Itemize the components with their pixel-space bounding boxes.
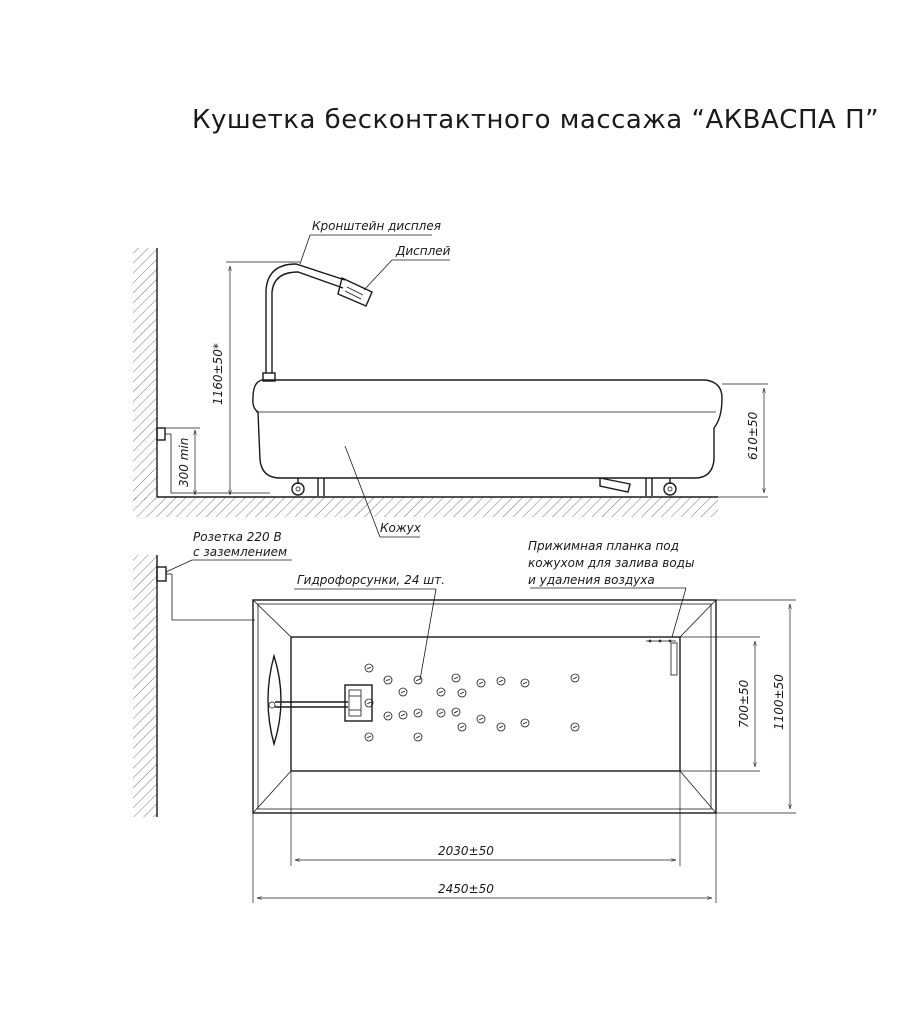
label-display-bracket: Кронштейн дисплея (312, 219, 441, 233)
nozzle-mark-1 (366, 666, 372, 670)
label-nozzles: Гидрофорсунки, 24 шт. (297, 573, 445, 587)
dim-socket-height: 300 min (177, 438, 191, 487)
nozzle-9 (496, 676, 506, 686)
nozzle-mark-3 (415, 678, 421, 682)
nozzle-17 (451, 707, 461, 717)
nozzle-7 (451, 673, 461, 683)
label-strip-line2: кожухом для залива воды (528, 556, 694, 570)
nozzle-mark-22 (572, 725, 578, 729)
nozzle-12 (383, 711, 393, 721)
top-socket (156, 566, 255, 621)
nozzle-mark-2 (385, 678, 391, 682)
nozzle-3 (413, 675, 423, 685)
dim-total-height: 1160±50* (211, 343, 225, 405)
nozzle-mark-19 (478, 717, 484, 721)
label-socket-line2: с заземлением (193, 545, 287, 559)
nozzle-mark-8 (478, 681, 484, 685)
nozzle-mark-16 (459, 691, 465, 695)
pressing-strip (646, 639, 678, 676)
label-casing: Кожух (380, 521, 422, 535)
dim-body-height: 610±50 (746, 411, 760, 460)
nozzle-18 (457, 722, 467, 732)
nozzle-mark-18 (459, 725, 465, 729)
side-wall-hatch (133, 248, 157, 500)
nozzle-21 (520, 718, 530, 728)
label-display: Дисплей (395, 244, 451, 258)
nozzle-22 (570, 722, 580, 732)
side-view: 300 min 1160±50* Кронштейн дисплея Диспл… (133, 219, 768, 538)
nozzle-mark-7 (453, 676, 459, 680)
label-strip-line1: Прижимная планка под (528, 539, 679, 553)
nozzle-1 (364, 663, 374, 673)
nozzle-mark-20 (498, 725, 504, 729)
nozzle-mark-5 (400, 690, 406, 694)
nozzle-mark-9 (498, 679, 504, 683)
nozzle-mark-4 (366, 701, 372, 705)
nozzle-mark-21 (522, 721, 528, 725)
display-arm-top (275, 684, 373, 722)
nozzle-5 (398, 687, 408, 697)
nozzle-6 (436, 687, 446, 697)
nozzle-8 (476, 678, 486, 688)
dim-outer-width: 1100±50 (772, 674, 786, 730)
nozzle-2 (383, 675, 393, 685)
wheels (291, 477, 677, 496)
nozzle-24 (413, 732, 423, 742)
nozzle-10 (520, 678, 530, 688)
side-socket (156, 427, 270, 494)
nozzle-mark-14 (415, 711, 421, 715)
label-socket-line1: Розетка 220 В (193, 530, 282, 544)
nozzle-mark-17 (453, 710, 459, 714)
nozzle-13 (398, 710, 408, 720)
top-wall-hatch (133, 555, 157, 817)
nozzle-mark-10 (522, 681, 528, 685)
drawing-title: Кушетка бесконтактного массажа “АКВАСПА … (192, 105, 879, 135)
nozzle-4 (364, 698, 374, 708)
nozzle-mark-23 (366, 735, 372, 739)
nozzle-mark-13 (400, 713, 406, 717)
nozzle-15 (436, 708, 446, 718)
nozzle-mark-24 (415, 735, 421, 739)
nozzle-16 (457, 688, 467, 698)
nozzle-mark-6 (438, 690, 444, 694)
dim-outer-length: 2450±50 (438, 882, 494, 896)
nozzle-14 (413, 708, 423, 718)
couch-bed-inner (290, 636, 681, 772)
label-strip-line3: и удаления воздуха (528, 573, 655, 587)
couch-body (252, 379, 723, 479)
dim-inner-width: 700±50 (737, 679, 751, 728)
display (337, 277, 373, 307)
nozzle-20 (496, 722, 506, 732)
dim-inner-length: 2030±50 (438, 844, 494, 858)
couch-outline-outer (252, 599, 717, 814)
nozzle-mark-15 (438, 711, 444, 715)
headrest (267, 653, 282, 747)
nozzle-11 (570, 673, 580, 683)
nozzle-19 (476, 714, 486, 724)
nozzle-mark-11 (572, 676, 578, 680)
side-floor-hatch (133, 497, 718, 517)
nozzle-23 (364, 732, 374, 742)
top-view: Розетка 220 В с заземлением (133, 530, 796, 903)
hydro-nozzles (364, 663, 580, 742)
display-bracket (262, 263, 346, 382)
nozzle-mark-12 (385, 714, 391, 718)
